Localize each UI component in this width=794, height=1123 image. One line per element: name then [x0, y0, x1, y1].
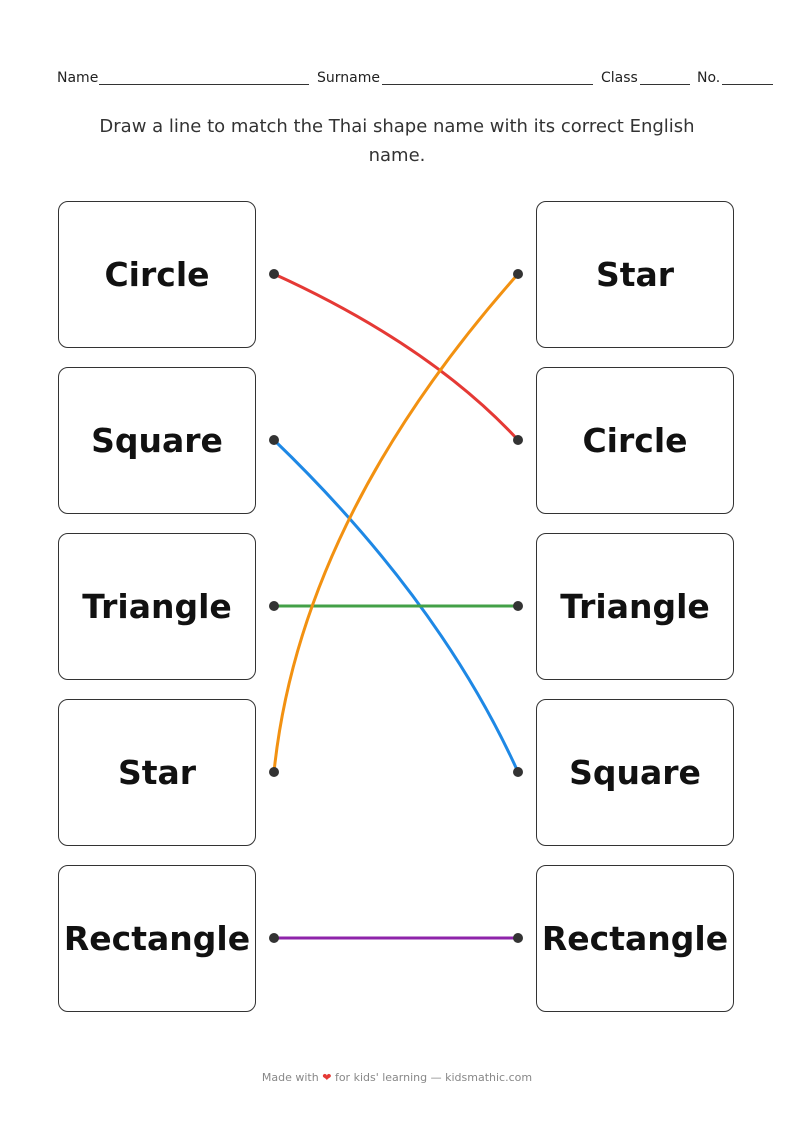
class-label: Class: [601, 70, 638, 86]
right-box: Square: [536, 699, 734, 846]
right-box: Rectangle: [536, 865, 734, 1012]
connector-dot[interactable]: [269, 601, 279, 611]
connector-dot[interactable]: [269, 435, 279, 445]
match-line: [272, 438, 520, 773]
surname-field[interactable]: [382, 84, 593, 85]
connector-dot[interactable]: [269, 767, 279, 777]
left-box: Star: [58, 699, 256, 846]
connector-dot[interactable]: [513, 933, 523, 943]
match-line: [272, 273, 520, 773]
heart-icon: ❤: [322, 1071, 332, 1084]
connector-dot[interactable]: [513, 601, 523, 611]
right-box: Star: [536, 201, 734, 348]
no-field[interactable]: [722, 84, 773, 85]
class-field[interactable]: [640, 84, 690, 85]
left-box: Circle: [58, 201, 256, 348]
connector-dot[interactable]: [269, 269, 279, 279]
left-box: Rectangle: [58, 865, 256, 1012]
footer-prefix: Made with: [261, 1071, 319, 1084]
match-line: [273, 272, 520, 442]
instruction: Draw a line to match the Thai shape name…: [99, 116, 695, 166]
connector-dot[interactable]: [513, 435, 523, 445]
name-label: Name: [57, 70, 99, 86]
left-box: Triangle: [58, 533, 256, 680]
name-field[interactable]: [99, 84, 309, 85]
right-box: Triangle: [536, 533, 734, 680]
footer-suffix: for kids' learning — kidsmathic.com: [334, 1071, 533, 1084]
connector-dot[interactable]: [513, 269, 523, 279]
surname-label: Surname: [317, 70, 380, 86]
connector-dot[interactable]: [269, 933, 279, 943]
footer: Made with ❤ for kids' learning — kidsmat…: [0, 1071, 794, 1084]
left-box: Square: [58, 367, 256, 514]
connector-dot[interactable]: [513, 767, 523, 777]
right-box: Circle: [536, 367, 734, 514]
no-label: No.: [697, 70, 721, 86]
